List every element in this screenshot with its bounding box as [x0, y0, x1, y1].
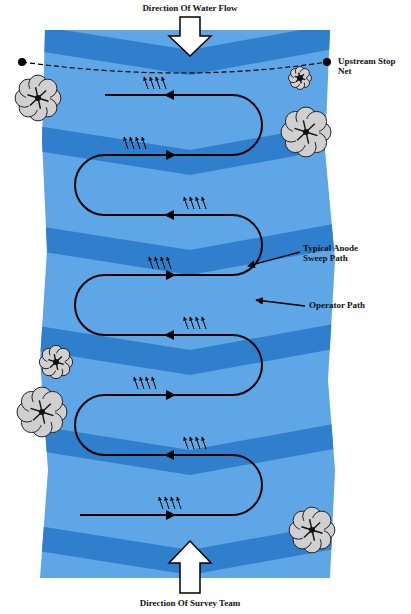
net-post [323, 58, 331, 66]
leader-line [248, 252, 300, 266]
sweep-mark [171, 497, 175, 509]
path-arrowhead [166, 270, 176, 280]
water-band [0, 310, 411, 375]
tree [289, 67, 312, 90]
sweep-mark [124, 137, 128, 149]
tree [17, 387, 67, 437]
survey-label: Direction Of Survey Team [90, 598, 290, 608]
sweep-mark [149, 257, 153, 269]
sweep-mark [150, 77, 154, 89]
sweep-mark [184, 317, 188, 329]
operator-path [75, 95, 262, 515]
sweep-mark [190, 437, 194, 449]
path-arrowhead [166, 150, 176, 160]
water-bands [0, 10, 411, 575]
sweep-mark [155, 257, 159, 269]
path-arrowhead [166, 390, 176, 400]
sweep-mark [136, 137, 140, 149]
sweep-mark [165, 497, 169, 509]
sweep-mark [202, 197, 206, 209]
anode-sweeps [124, 77, 206, 509]
sweep-mark [184, 437, 188, 449]
flow-arrow [169, 17, 211, 56]
sweep-mark [130, 137, 134, 149]
sweep-label: Typical Anode Sweep Path [303, 243, 383, 264]
path-arrowhead [164, 90, 174, 100]
net-post [18, 58, 26, 66]
sweep-mark [202, 317, 206, 329]
sweep-mark [159, 497, 163, 509]
sweep-mark [146, 377, 150, 389]
stream [40, 30, 335, 578]
sweep-mark [144, 77, 148, 89]
tree [39, 345, 72, 378]
path-arrowhead [164, 450, 174, 460]
sweep-mark [202, 437, 206, 449]
tree [15, 75, 61, 121]
sweep-mark [196, 437, 200, 449]
water-band [0, 110, 411, 175]
sweep-mark [156, 77, 160, 89]
operator-label: Operator Path [309, 300, 389, 310]
sweep-mark [167, 257, 171, 269]
flow-label: Direction Of Water Flow [90, 3, 290, 13]
tree [289, 507, 335, 553]
path-arrowheads [164, 90, 176, 520]
sweep-mark [152, 377, 156, 389]
sweep-mark [161, 257, 165, 269]
path-arrowhead [164, 210, 174, 220]
net-label: Upstream Stop Net [338, 56, 398, 77]
path-arrowhead [164, 330, 174, 340]
survey-arrow [169, 541, 211, 593]
sweep-mark [190, 317, 194, 329]
sweep-mark [184, 197, 188, 209]
sweep-mark [162, 77, 166, 89]
sweep-mark [142, 137, 146, 149]
leader-line [256, 300, 305, 306]
tree [281, 107, 331, 157]
sweep-mark [190, 197, 194, 209]
sweep-mark [140, 377, 144, 389]
sweep-mark [196, 197, 200, 209]
sweep-mark [196, 317, 200, 329]
water-band [0, 210, 411, 275]
water-band [0, 410, 411, 475]
sweep-mark [134, 377, 138, 389]
sweep-mark [177, 497, 181, 509]
water-band [0, 510, 411, 575]
trees [15, 67, 335, 553]
path-arrowhead [166, 510, 176, 520]
stop-net [22, 62, 327, 73]
